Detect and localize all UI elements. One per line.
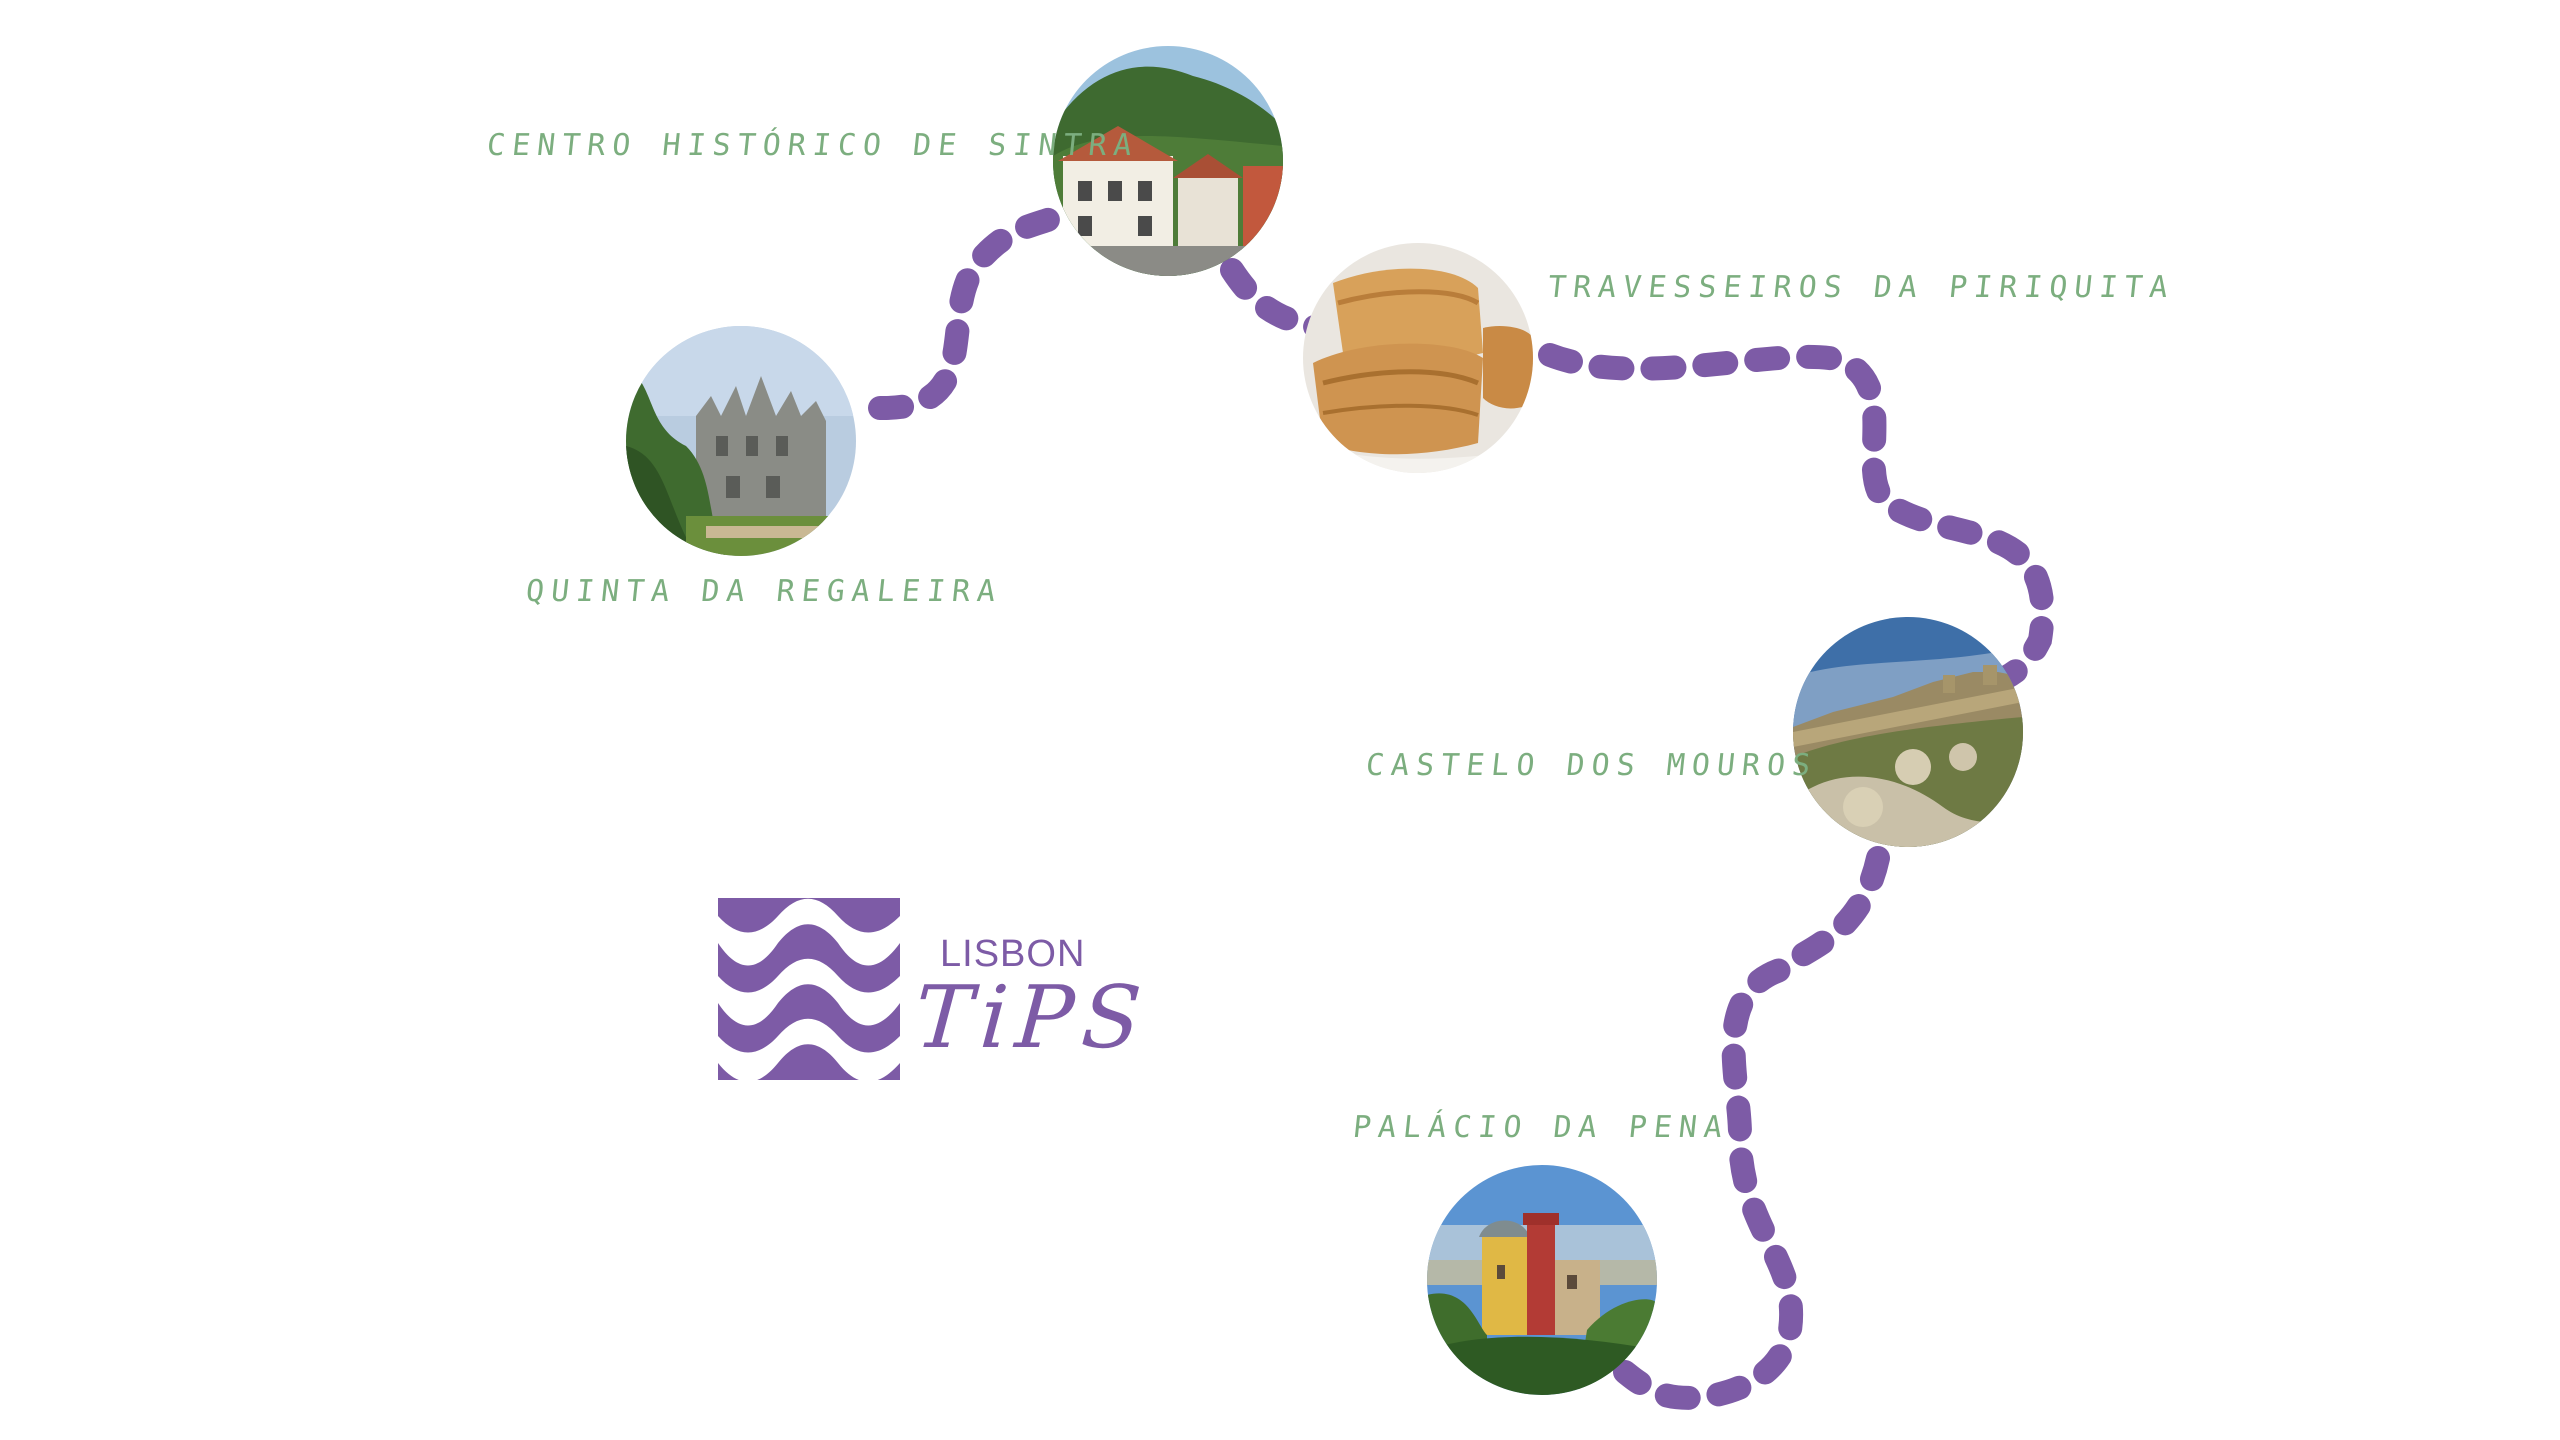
logo-text-lisbon: LISBON xyxy=(940,933,1086,975)
castelo-dos-mouros-label: CASTELO DOS MOUROS xyxy=(1364,748,1819,783)
quinta-da-regaleira-label: QUINTA DA REGALEIRA xyxy=(524,574,1005,609)
wave-pattern-logo-icon xyxy=(718,898,900,1080)
quinta-da-regaleira-photo[interactable] xyxy=(626,326,856,556)
logo-text-tips: TiPS xyxy=(911,968,1153,1068)
travesseiros-photo[interactable] xyxy=(1303,243,1533,473)
pena-palace-photo-icon xyxy=(1427,1165,1657,1395)
pastry-photo-icon xyxy=(1303,243,1533,473)
travesseiros-label: TRAVESSEIROS DA PIRIQUITA xyxy=(1546,270,2177,305)
palace-photo-icon xyxy=(626,326,856,556)
palacio-da-pena-label: PALÁCIO DA PENA xyxy=(1351,1110,1731,1145)
castle-photo-icon xyxy=(1793,617,2023,847)
castelo-dos-mouros-photo[interactable] xyxy=(1793,617,2023,847)
centro-historico-label: CENTRO HISTÓRICO DE SINTRA xyxy=(485,128,1141,163)
palacio-da-pena-photo[interactable] xyxy=(1427,1165,1657,1395)
